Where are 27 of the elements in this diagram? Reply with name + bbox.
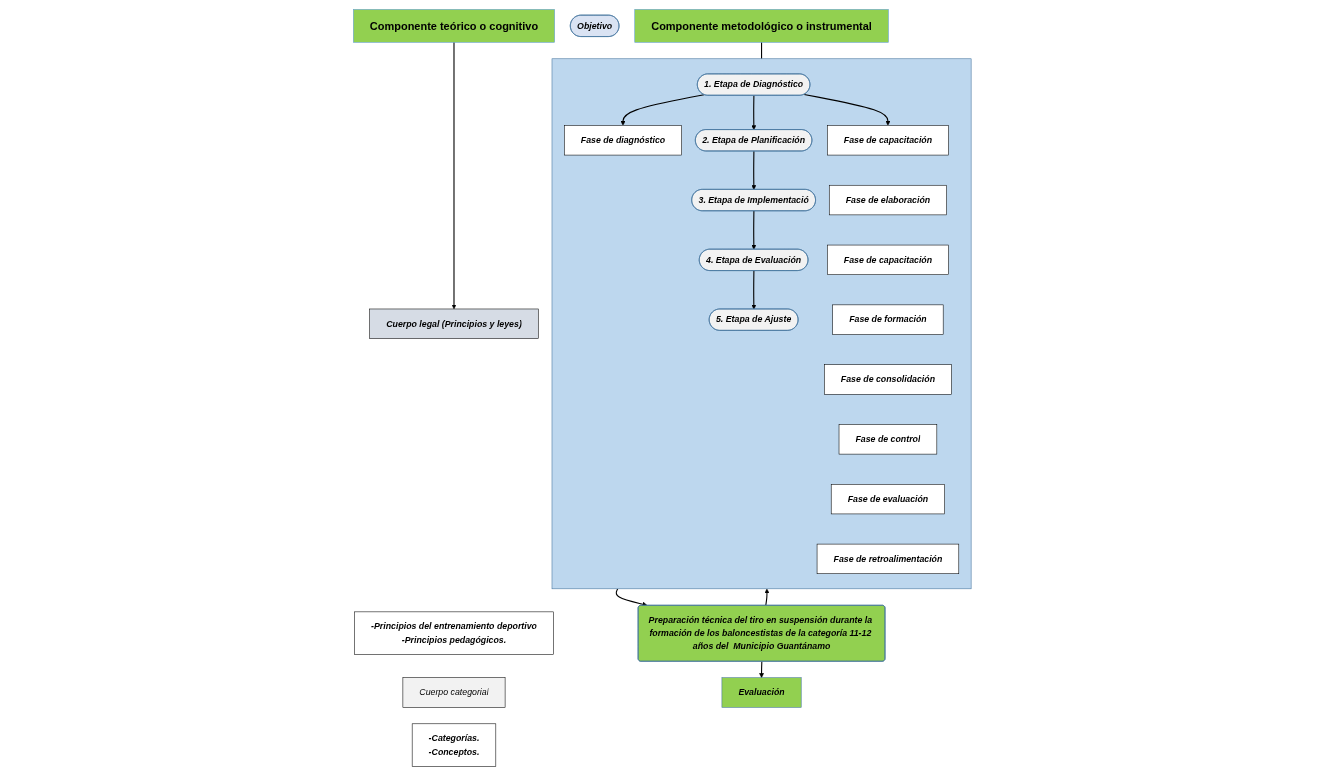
node-box: Componente metodológico o instrumental xyxy=(634,9,889,43)
node-box: Evaluación xyxy=(721,677,802,708)
node-box: Fase de elaboración xyxy=(828,184,947,216)
node-box: Cuerpo legal (Principios y leyes) xyxy=(369,308,539,339)
cluster xyxy=(551,58,972,590)
node-box: Fase de formación xyxy=(832,304,944,335)
arrow xyxy=(803,93,891,126)
node-box: Fase de diagnóstico xyxy=(563,125,682,156)
node-box: -Categorías. -Conceptos. xyxy=(411,723,496,767)
arrow xyxy=(451,41,457,310)
node-box: Cuerpo categorial xyxy=(402,677,506,708)
node-box: Fase de evaluación xyxy=(830,484,945,515)
arrow xyxy=(758,660,764,678)
arrow xyxy=(751,210,756,250)
node-box: Fase de control xyxy=(838,424,937,455)
node-box: -Principios del entrenamiento deportivo -Principios pedagógicos. xyxy=(354,611,554,655)
node-box: Componente teórico o cognitivo xyxy=(352,9,555,43)
arrow xyxy=(615,588,647,607)
arrow xyxy=(764,588,770,606)
node-box: Fase de capacitación xyxy=(826,125,949,156)
arrow xyxy=(620,94,705,126)
node-box: Fase de consolidación xyxy=(823,364,952,395)
arrow xyxy=(751,150,756,190)
node-box: Fase de retroalimentación xyxy=(816,543,959,574)
arrow xyxy=(751,95,756,131)
arrow xyxy=(751,270,756,310)
node-box: Fase de capacitación xyxy=(826,244,949,275)
